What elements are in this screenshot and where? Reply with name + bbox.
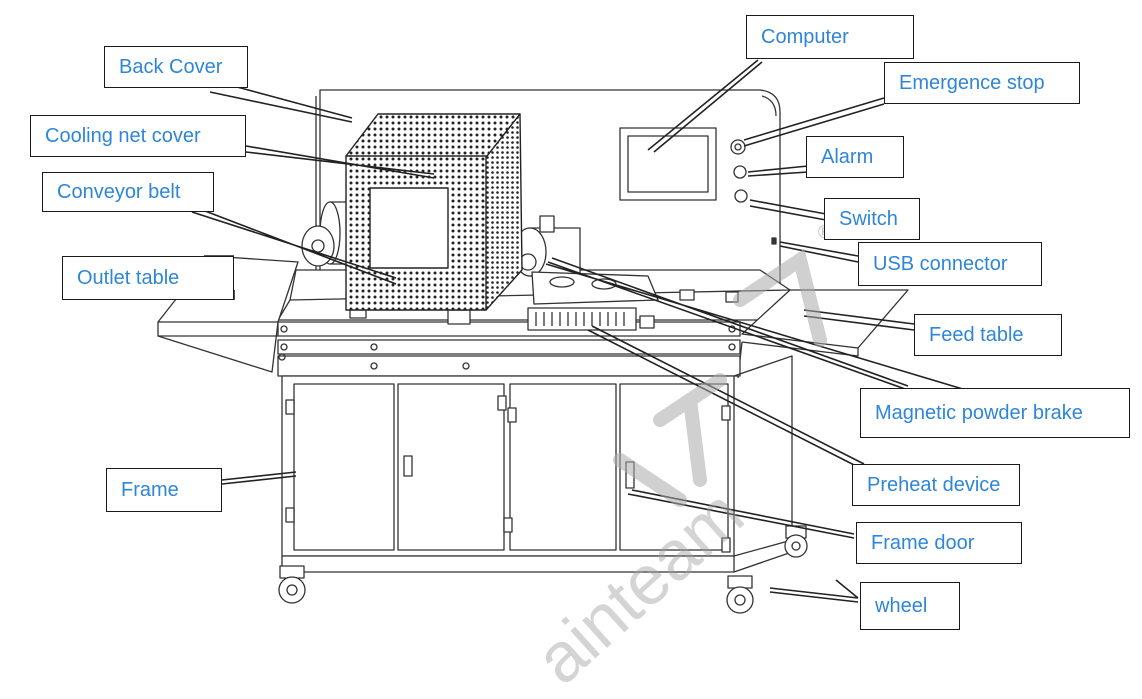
leader-frame bbox=[221, 471, 297, 485]
leader-cooling-net-cover bbox=[245, 145, 435, 179]
front-rail-mid bbox=[277, 339, 741, 355]
label-back-cover: Back Cover bbox=[104, 46, 248, 88]
leader-preheat bbox=[587, 325, 865, 471]
leader-feed-table bbox=[803, 309, 915, 331]
label-alarm: Alarm bbox=[806, 136, 904, 178]
leader-usb bbox=[779, 241, 859, 263]
watermark-shapes bbox=[613, 248, 827, 507]
label-cooling-net-cover: Cooling net cover bbox=[30, 115, 246, 157]
label-computer: Computer bbox=[746, 15, 914, 59]
usb-port bbox=[771, 237, 777, 245]
wheel-back-right bbox=[784, 525, 808, 558]
wheel-front-left bbox=[278, 565, 306, 604]
label-switch: Switch bbox=[824, 198, 920, 240]
label-preheat-device: Preheat device bbox=[852, 464, 1020, 506]
label-emergence-stop: Emergence stop bbox=[884, 62, 1080, 104]
label-frame: Frame bbox=[106, 468, 222, 512]
alarm-light bbox=[733, 165, 747, 179]
leader-back-cover bbox=[209, 83, 353, 123]
leader-wheel bbox=[769, 587, 859, 603]
label-usb-connector: USB connector bbox=[858, 242, 1042, 286]
leader-alarm bbox=[747, 165, 809, 177]
front-rail-top bbox=[277, 321, 741, 337]
label-magnetic-powder-brake: Magnetic powder brake bbox=[860, 388, 1130, 438]
door-1 bbox=[293, 383, 395, 551]
wheel-front-right bbox=[726, 575, 754, 614]
door-3 bbox=[509, 383, 617, 551]
leader-emergence-stop bbox=[743, 97, 885, 147]
label-outlet-table: Outlet table bbox=[62, 256, 234, 300]
leader-conveyor-belt bbox=[191, 205, 397, 285]
leader-brake bbox=[545, 257, 967, 391]
machine-line-art bbox=[157, 59, 967, 614]
door-2 bbox=[397, 383, 505, 551]
leader-switch bbox=[749, 199, 827, 221]
machine-diagram: ainteam ® Back Cover Cooling net cover C… bbox=[30, 15, 1130, 699]
cooling-net-cover bbox=[345, 113, 523, 311]
leader-computer bbox=[647, 59, 763, 153]
power-switch bbox=[734, 189, 748, 203]
label-conveyor-belt: Conveyor belt bbox=[42, 172, 214, 212]
label-feed-table: Feed table bbox=[914, 314, 1062, 356]
label-frame-door: Frame door bbox=[856, 522, 1022, 564]
label-wheel: wheel bbox=[860, 582, 960, 630]
